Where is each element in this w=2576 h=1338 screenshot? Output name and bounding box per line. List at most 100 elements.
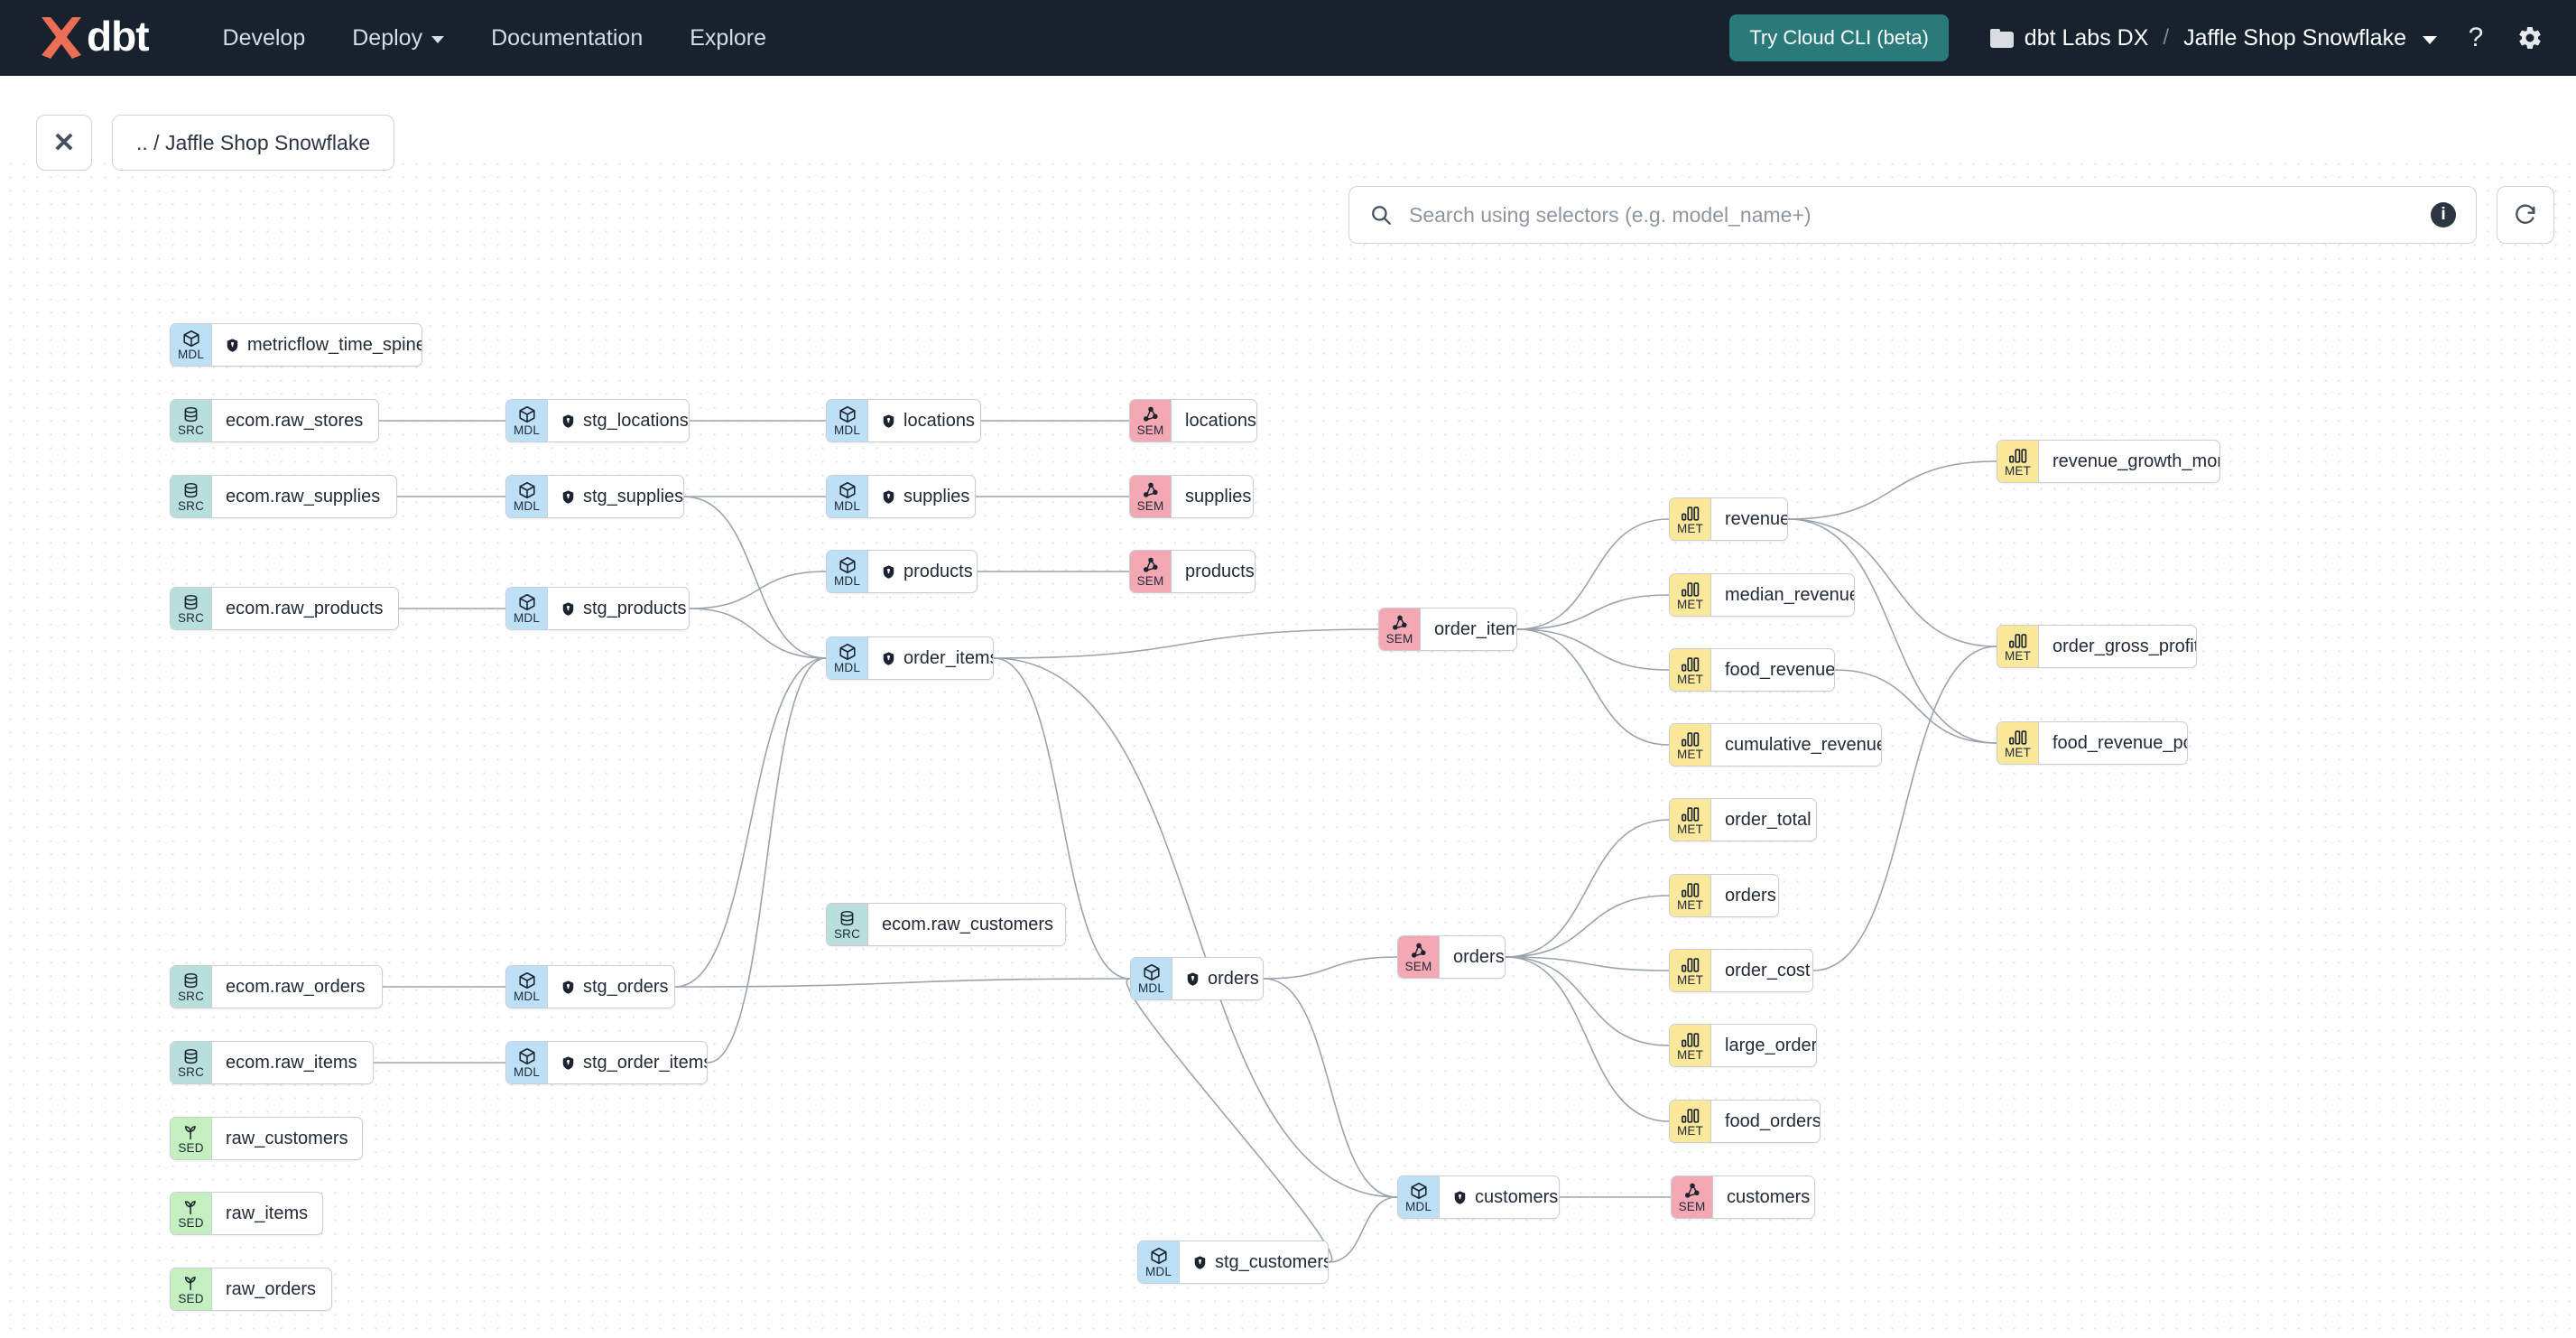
edge-stg_supplies-to-order_items (683, 496, 827, 659)
protected-shield-icon (227, 338, 238, 352)
node-label: stg_order_items (583, 1053, 708, 1073)
nav-link-develop[interactable]: Develop (199, 16, 329, 60)
protected-shield-icon (562, 489, 574, 504)
info-icon[interactable]: i (2431, 202, 2456, 228)
met-badge: MET (1997, 722, 2039, 764)
primary-nav: Develop Deploy Documentation Explore (199, 16, 790, 60)
sem-badge: SEM (1672, 1176, 1713, 1218)
met-type-icon (1681, 1107, 1700, 1124)
edge-stg_products-to-order_items (689, 608, 827, 659)
node-type-label: MET (1676, 597, 1704, 611)
node-type-label: MDL (833, 498, 861, 513)
search-input[interactable] (1407, 201, 2431, 228)
mdl-badge: MDL (171, 324, 212, 366)
mdl-badge: MDL (1398, 1176, 1440, 1218)
node-body: ecom.raw_orders (212, 966, 382, 1008)
node-body: customers (1440, 1176, 1559, 1218)
try-cloud-cli-button[interactable]: Try Cloud CLI (beta) (1729, 14, 1949, 61)
node-type-label: MET (1676, 747, 1704, 761)
node-type-label: SEM (1385, 631, 1413, 646)
mdl-badge: MDL (506, 966, 548, 1008)
node-label: ecom.raw_supplies (226, 487, 381, 506)
nav-link-deploy[interactable]: Deploy (329, 16, 468, 60)
src-type-icon (181, 406, 200, 423)
node-body: products (1172, 551, 1255, 592)
lineage-node-supplies[interactable]: MDL supplies (826, 475, 976, 518)
refresh-button[interactable] (2497, 186, 2554, 244)
node-body: large_order (1711, 1025, 1816, 1066)
search-bar[interactable]: i (1348, 186, 2477, 244)
sem-type-icon (1141, 557, 1161, 574)
chevron-down-icon[interactable] (2423, 35, 2437, 44)
lineage-node-sem_products[interactable]: SEM products (1129, 550, 1256, 593)
mdl-type-icon (181, 330, 201, 348)
search-icon (1369, 203, 1393, 227)
edge-stg_orders-to-order_items (674, 657, 827, 988)
chevron-down-icon (431, 35, 445, 43)
node-label: revenue (1725, 509, 1788, 529)
protected-shield-icon (562, 601, 574, 616)
node-body: stg_products (548, 588, 689, 629)
help-icon[interactable]: ? (2468, 23, 2484, 52)
node-body: supplies (868, 476, 975, 517)
node-label: ecom.raw_customers (882, 915, 1054, 934)
mdl-type-icon (1409, 1182, 1429, 1200)
node-type-label: MET (1676, 897, 1704, 912)
node-type-label: SRC (177, 610, 205, 625)
project-name[interactable]: Jaffle Shop Snowflake (2183, 24, 2406, 51)
mdl-badge: MDL (506, 476, 548, 517)
nav-link-documentation[interactable]: Documentation (468, 16, 666, 60)
project-breadcrumb-chip[interactable]: .. / Jaffle Shop Snowflake (112, 115, 395, 171)
node-label: products (903, 562, 973, 581)
sem-badge: SEM (1379, 609, 1421, 650)
src-badge: SRC (171, 588, 212, 629)
node-body: food_orders (1711, 1101, 1820, 1142)
nav-link-explore[interactable]: Explore (666, 16, 790, 60)
dbt-brand[interactable]: dbt (36, 14, 150, 62)
node-type-label: SEM (1136, 573, 1164, 588)
close-button[interactable]: ✕ (36, 115, 92, 171)
dbt-logo-icon (36, 14, 87, 62)
account-name[interactable]: dbt Labs DX (2024, 24, 2149, 51)
gear-icon[interactable] (2515, 23, 2545, 53)
